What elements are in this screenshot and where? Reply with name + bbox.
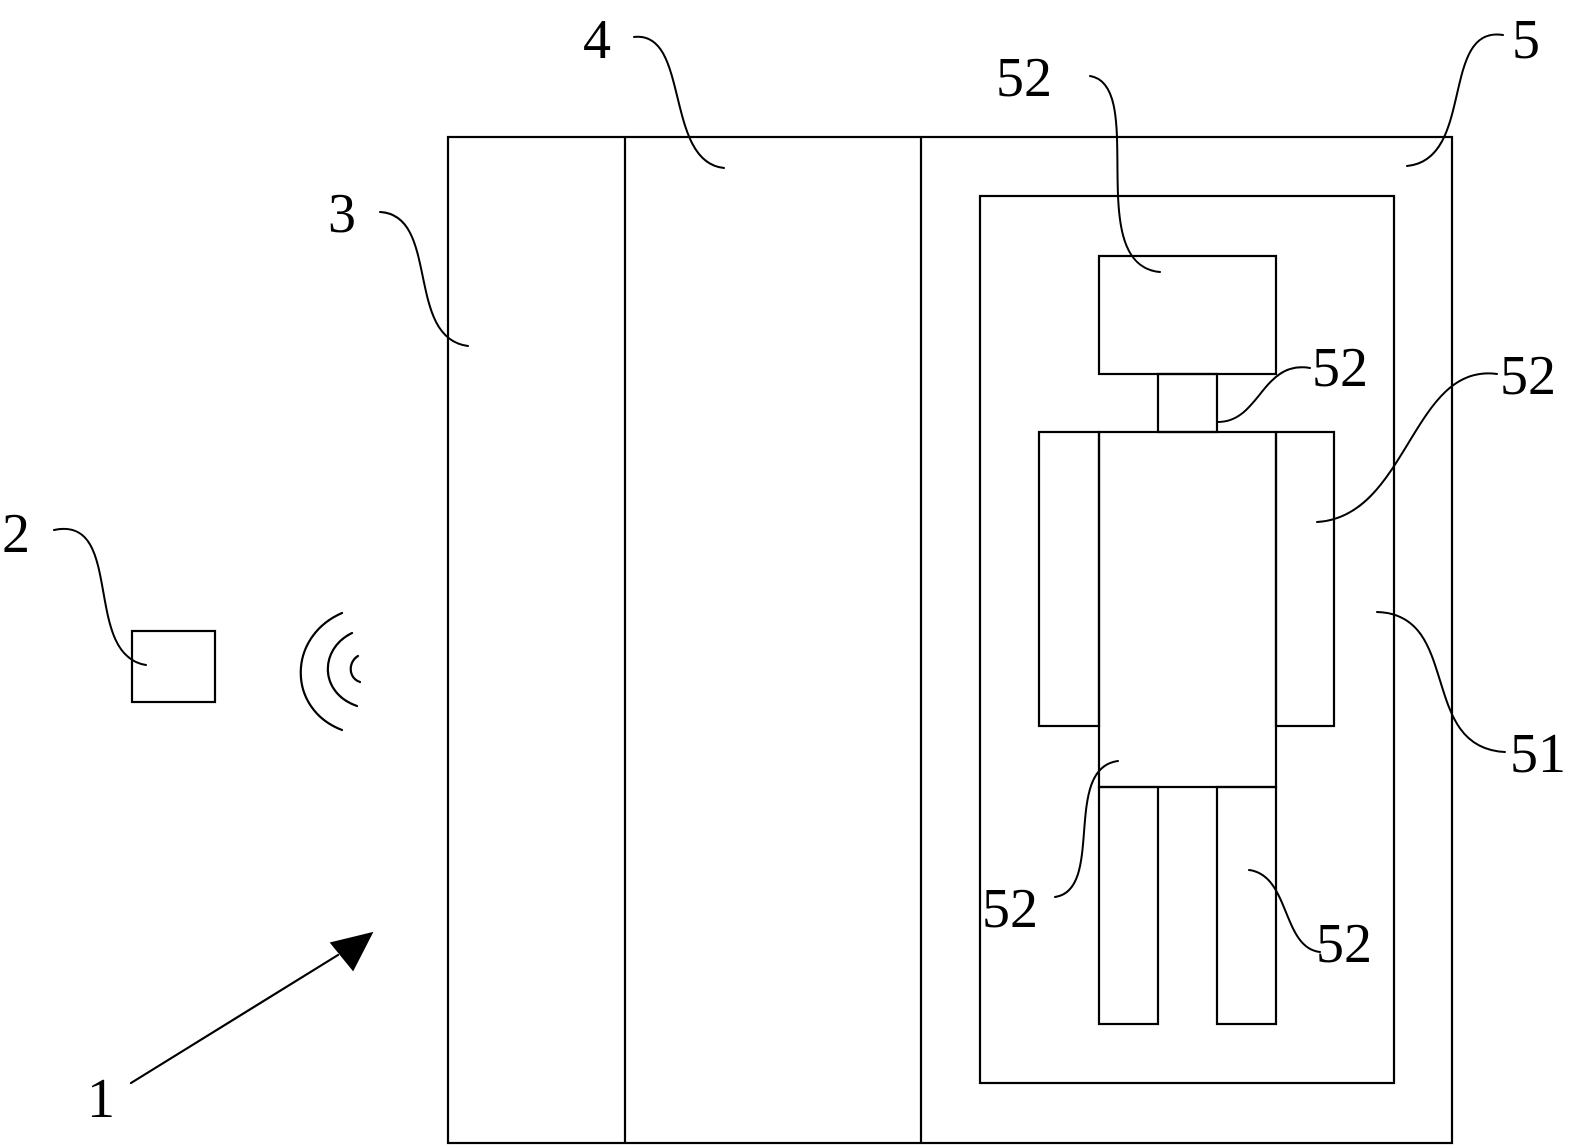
leader-52-neck xyxy=(1218,367,1310,422)
leader-52-torso xyxy=(1055,761,1118,897)
label-52-leg: 52 xyxy=(1316,913,1372,975)
terminal-box xyxy=(132,631,215,702)
leader-5 xyxy=(1407,34,1503,166)
label-52-neck: 52 xyxy=(1312,337,1368,399)
leader-52-leg xyxy=(1249,870,1320,952)
label-2: 2 xyxy=(2,503,30,565)
figure-torso xyxy=(1099,432,1276,787)
figure-arm-right xyxy=(1276,432,1334,726)
label-4: 4 xyxy=(583,9,611,71)
figure-neck xyxy=(1158,374,1217,432)
outer-cabinet xyxy=(448,137,1452,1143)
wireless-signal-icon xyxy=(301,613,360,730)
leader-52-head xyxy=(1090,76,1160,272)
leader-3 xyxy=(380,212,468,346)
label-1: 1 xyxy=(87,1068,115,1130)
leader-lines xyxy=(54,34,1505,952)
figure-arm-left xyxy=(1039,432,1099,726)
arrow-icon xyxy=(131,933,372,1083)
leader-4 xyxy=(634,37,724,168)
label-3: 3 xyxy=(328,183,356,245)
label-5: 5 xyxy=(1512,9,1540,71)
label-51: 51 xyxy=(1510,723,1566,785)
figure-leg-right xyxy=(1217,787,1276,1024)
label-52-arm: 52 xyxy=(1500,345,1556,407)
label-52-head: 52 xyxy=(996,47,1052,109)
figure-head xyxy=(1099,256,1276,374)
leader-51 xyxy=(1377,612,1505,752)
figure-leg-left xyxy=(1099,787,1158,1024)
label-52-torso: 52 xyxy=(982,878,1038,940)
